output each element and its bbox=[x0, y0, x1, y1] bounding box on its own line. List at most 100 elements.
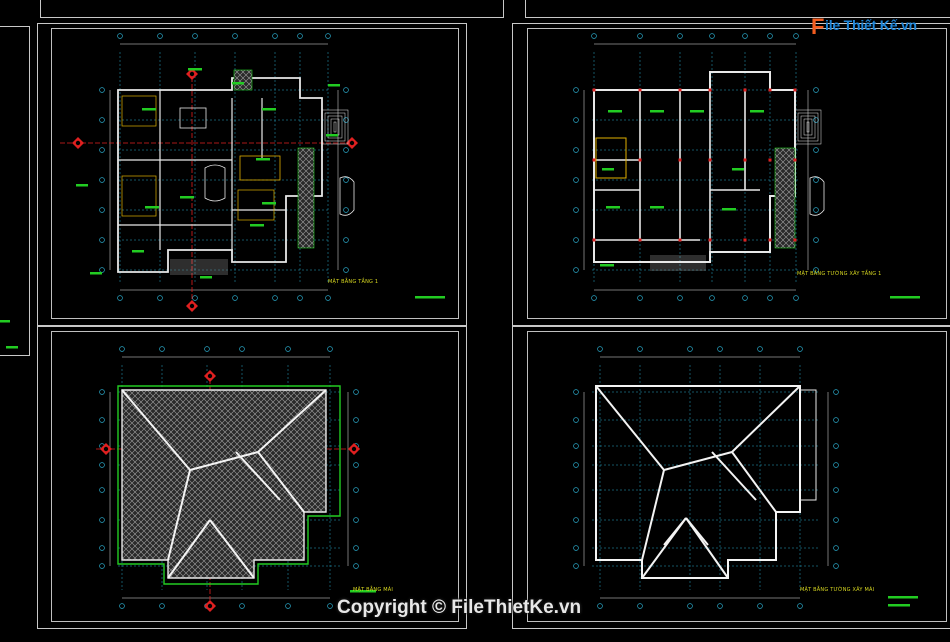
grid-axis-bubble bbox=[353, 487, 359, 493]
grid-axis-bubble bbox=[353, 389, 359, 395]
grid-axis-bubble bbox=[192, 295, 198, 301]
grid-axis-bubble bbox=[343, 237, 349, 243]
scale-tag bbox=[890, 296, 920, 299]
annotation-tag bbox=[132, 250, 144, 253]
scale-tag bbox=[350, 590, 376, 593]
grid-axis-bubble bbox=[793, 33, 799, 39]
grid-axis-bubble bbox=[353, 517, 359, 523]
grid-axis-bubble bbox=[573, 237, 579, 243]
scale-tag bbox=[415, 296, 445, 299]
annotation-tag bbox=[6, 346, 18, 349]
grid-axis-bubble bbox=[343, 117, 349, 123]
grid-axis-bubble bbox=[343, 267, 349, 273]
logo-text: ile Thiết Kế.vn bbox=[825, 17, 917, 33]
grid-axis-bubble bbox=[99, 237, 105, 243]
grid-axis-bubble bbox=[99, 177, 105, 183]
grid-axis-bubble bbox=[591, 33, 597, 39]
column bbox=[793, 158, 797, 162]
column bbox=[768, 238, 772, 242]
annotation-tag bbox=[90, 272, 102, 275]
grid-axis-bubble bbox=[687, 603, 693, 609]
grid-axis-bubble bbox=[573, 545, 579, 551]
grid-axis-bubble bbox=[99, 563, 105, 569]
grid-axis-bubble bbox=[353, 545, 359, 551]
grid-axis-bubble bbox=[99, 267, 105, 273]
roof-ridge bbox=[595, 385, 665, 471]
roof-ridge bbox=[257, 451, 305, 513]
column bbox=[743, 158, 747, 162]
exterior-walls bbox=[593, 71, 796, 263]
section-marker bbox=[204, 600, 216, 612]
bed bbox=[121, 175, 157, 217]
sheet-plan-1 bbox=[37, 23, 467, 326]
grid-axis-bubble bbox=[159, 346, 165, 352]
roof-ridge bbox=[189, 451, 259, 471]
grid-axis-bubble bbox=[573, 177, 579, 183]
grid-axis-bubble bbox=[813, 117, 819, 123]
grid-axis-bubble bbox=[797, 346, 803, 352]
grid-axis-bubble bbox=[573, 117, 579, 123]
annotation-tag bbox=[606, 206, 620, 209]
grid-axis-bubble bbox=[833, 563, 839, 569]
column bbox=[768, 88, 772, 92]
column bbox=[768, 158, 772, 162]
column bbox=[638, 158, 642, 162]
plan-4-label: MẶT BẰNG TƯỜNG XÂY MÁI bbox=[800, 587, 875, 593]
grid-axis-bubble bbox=[573, 487, 579, 493]
garden-strip bbox=[774, 147, 796, 249]
grid-axis-bubble bbox=[272, 295, 278, 301]
grid-axis-bubble bbox=[353, 462, 359, 468]
column bbox=[638, 88, 642, 92]
grid-axis-bubble bbox=[232, 295, 238, 301]
column bbox=[638, 238, 642, 242]
grid-axis-bubble bbox=[757, 346, 763, 352]
grid-axis-bubble bbox=[833, 517, 839, 523]
grid-axis-bubble bbox=[99, 462, 105, 468]
grid-axis-bubble bbox=[272, 33, 278, 39]
annotation-tag bbox=[188, 68, 202, 71]
grid-axis-bubble bbox=[573, 207, 579, 213]
car-icon bbox=[339, 176, 355, 216]
grid-axis-bubble bbox=[591, 295, 597, 301]
table bbox=[179, 107, 207, 129]
dining-table bbox=[239, 155, 281, 181]
grid-axis-bubble bbox=[637, 346, 643, 352]
grid-axis-bubble bbox=[813, 147, 819, 153]
section-marker bbox=[186, 300, 198, 312]
grid-axis-bubble bbox=[285, 346, 291, 352]
annotation-tag bbox=[262, 202, 276, 205]
grid-axis-bubble bbox=[232, 33, 238, 39]
grid-axis-bubble bbox=[99, 417, 105, 423]
grid-axis-bubble bbox=[353, 563, 359, 569]
annotation-tag bbox=[600, 264, 614, 267]
grid-axis-bubble bbox=[99, 207, 105, 213]
grid-axis-bubble bbox=[99, 517, 105, 523]
grid-axis-bubble bbox=[99, 87, 105, 93]
section-marker bbox=[186, 68, 198, 80]
grid-axis-bubble bbox=[99, 117, 105, 123]
plan-1-label: MẶT BẰNG TẦNG 1 bbox=[328, 279, 379, 285]
grid-axis-bubble bbox=[717, 346, 723, 352]
grid-axis-bubble bbox=[99, 487, 105, 493]
annotation-tag bbox=[76, 184, 88, 187]
roof-ridge bbox=[167, 469, 191, 561]
annotation-tag bbox=[145, 206, 159, 209]
grid-axis-bubble bbox=[833, 487, 839, 493]
grid-axis-bubble bbox=[573, 389, 579, 395]
annotation-tag bbox=[650, 206, 664, 209]
column bbox=[793, 88, 797, 92]
grid-axis-bubble bbox=[687, 346, 693, 352]
grid-axis-bubble bbox=[119, 346, 125, 352]
sheet-plan-4 bbox=[512, 326, 950, 629]
grid-axis-bubble bbox=[99, 545, 105, 551]
grid-axis-bubble bbox=[157, 33, 163, 39]
grid-axis-bubble bbox=[353, 417, 359, 423]
grid-axis-bubble bbox=[157, 295, 163, 301]
annotation-tag bbox=[250, 224, 264, 227]
bed bbox=[237, 189, 275, 221]
roof-ridge bbox=[121, 389, 191, 471]
grid-axis-bubble bbox=[297, 33, 303, 39]
sheet-plan-3 bbox=[37, 326, 467, 629]
sheet-plan-4-inner bbox=[527, 331, 947, 622]
